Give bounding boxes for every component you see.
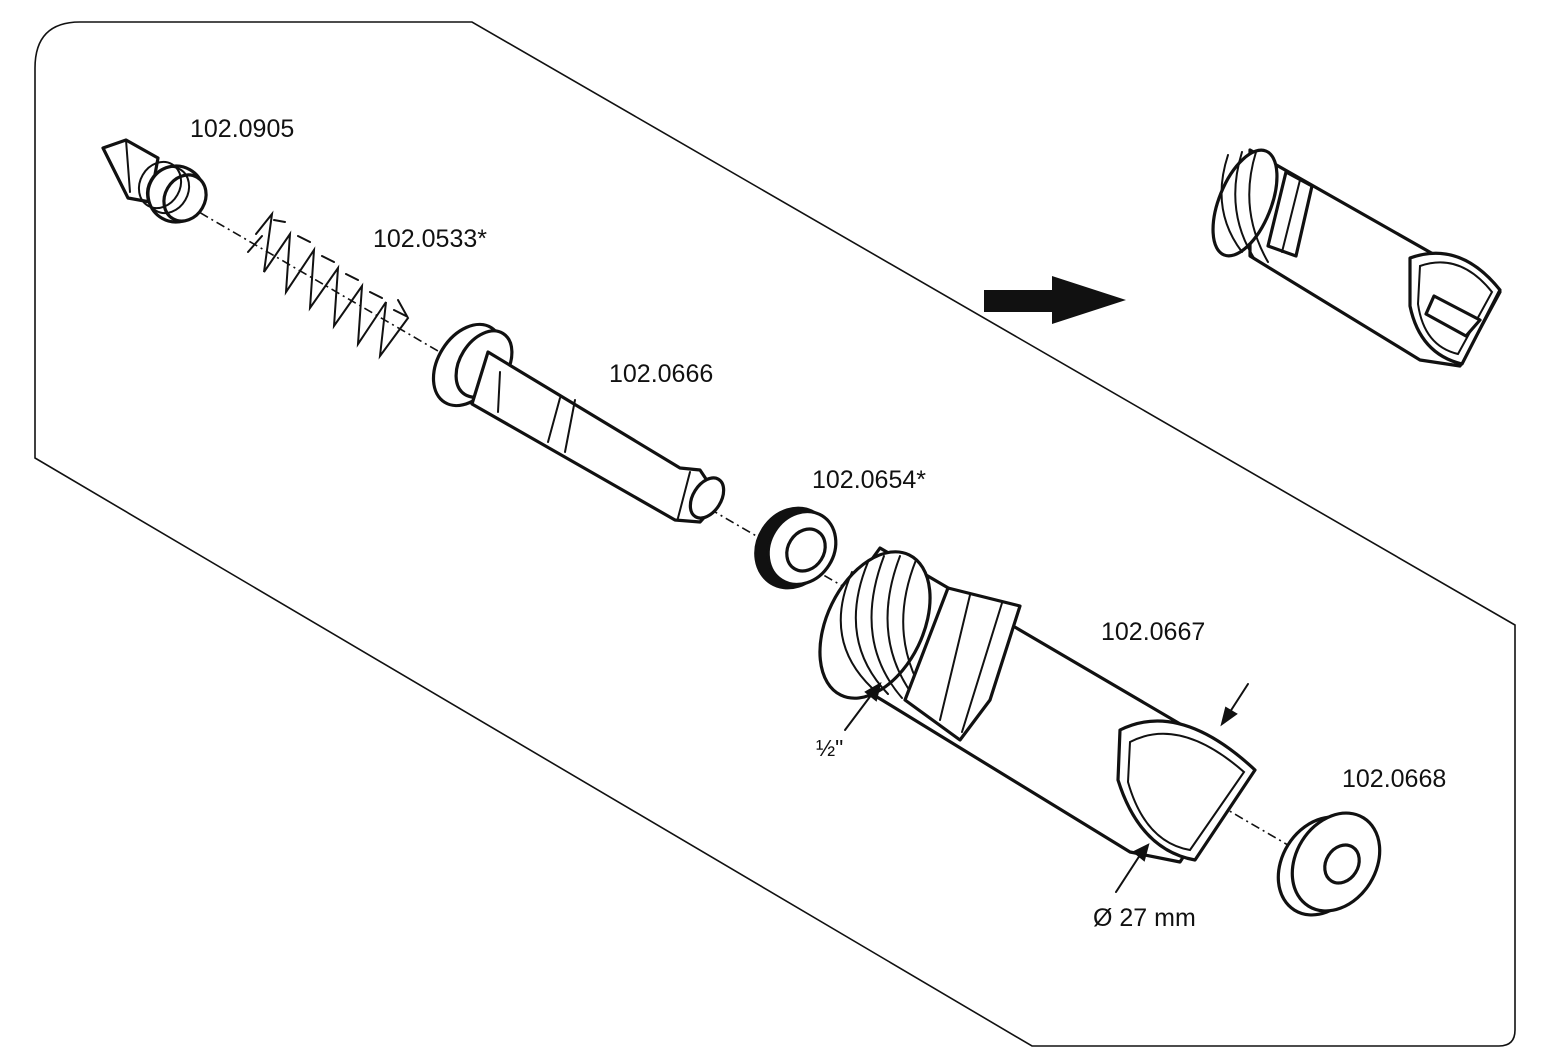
part-label-body: 102.0667 <box>1101 618 1206 646</box>
part-label-tip: 102.0905 <box>190 115 295 143</box>
part-label-ring: 102.0654* <box>812 466 927 494</box>
tip-part-drawing <box>101 138 208 224</box>
washer-part-drawing <box>1276 811 1382 917</box>
part-label-spring: 102.0533* <box>373 225 488 253</box>
diameter-dimension-arrows <box>1115 683 1249 893</box>
assembled-nipple-drawing <box>1211 148 1502 368</box>
diameter-label: Ø 27 mm <box>1093 904 1196 932</box>
frame-outline <box>34 21 1516 1047</box>
right-arrow-icon <box>984 276 1126 324</box>
ring-part-drawing <box>754 506 838 590</box>
pin-part-drawing <box>431 322 726 524</box>
thread-size-label: ½" <box>816 735 844 761</box>
part-label-washer: 102.0668 <box>1342 765 1447 793</box>
spring-part-drawing <box>247 210 410 360</box>
part-label-pin: 102.0666 <box>609 360 714 388</box>
thread-dimension-arrow <box>844 681 882 731</box>
body-part-drawing <box>818 546 1257 864</box>
